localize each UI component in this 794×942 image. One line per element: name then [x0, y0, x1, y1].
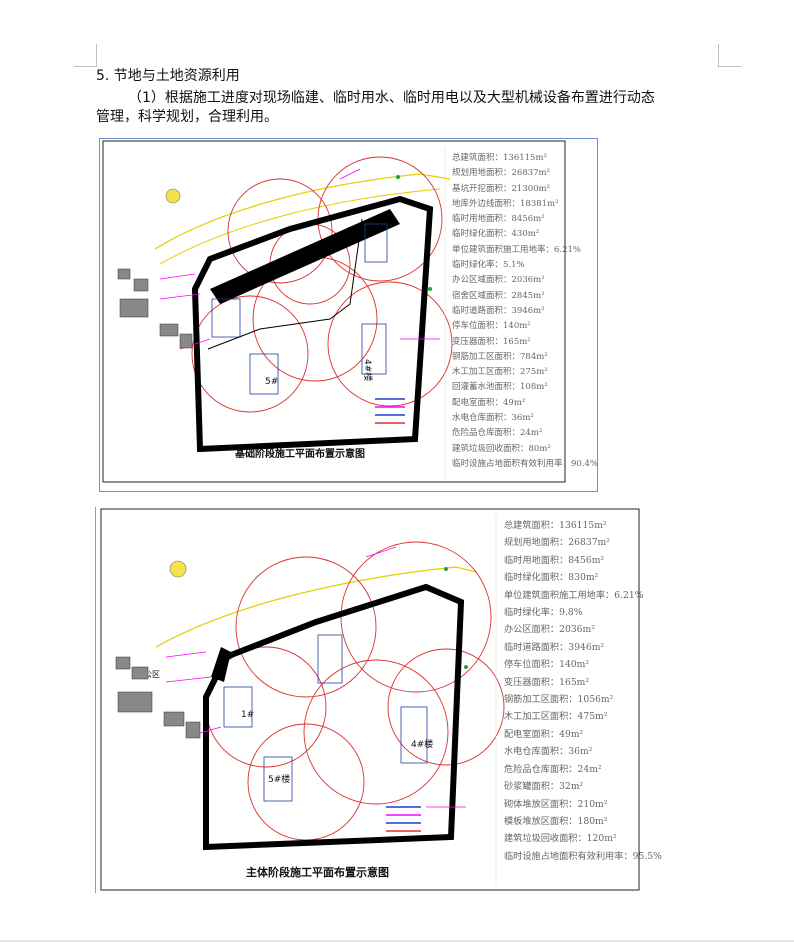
stat-item: 单位建筑面积施工用地率：6.21% [504, 589, 644, 601]
stat-item: 临时设施占地面积有效利用率：95.5% [504, 850, 662, 862]
section-heading: 5. 节地与土地资源利用 [96, 68, 240, 84]
main-structure-stage-site-plan-figure[interactable]: 1# 5#楼 4#楼 办公区 [95, 507, 662, 893]
stat-item: 危险品仓库面积：24m² [452, 428, 543, 439]
paragraph-line-1: （1）根据施工进度对现场临建、临时用水、临时用电以及大型机械设备布置进行动态 [128, 90, 655, 106]
stat-item: 办公区面积：2036m² [504, 624, 595, 636]
stat-item: 危险品仓库面积：24m² [504, 763, 602, 775]
foundation-stage-site-plan-figure[interactable]: 5# 4#楼 [99, 138, 598, 492]
stat-item: 单位建筑面积施工用地率：6.21% [452, 244, 582, 255]
building-label-1: 1# [241, 710, 254, 720]
page-bottom-edge [0, 940, 794, 942]
stat-item: 临时绿化面积：430m² [452, 229, 540, 240]
stat-item: 办公区域面积：2036m² [452, 275, 545, 286]
stat-item: 总建筑面积：136115m² [452, 153, 547, 163]
stat-item: 规划用地面积：26837m² [452, 168, 551, 179]
site-plan-drawing: 5# 4#楼 [102, 140, 566, 483]
stat-item: 规划用地面积：26837m² [504, 537, 610, 549]
building-label-5: 5# [265, 377, 278, 387]
crop-mark-top-right [718, 44, 741, 67]
stat-item: 基坑开挖面积：21300m² [452, 183, 551, 194]
paragraph-line-2: 管理，科学规划，合理利用。 [96, 109, 278, 125]
stat-item: 水电仓库面积：36m² [452, 413, 534, 424]
stat-item: 建筑垃圾回收面积：120m² [504, 833, 617, 845]
stat-item: 变压器面积：165m² [452, 336, 531, 347]
crop-mark-top-left [74, 44, 97, 67]
stat-item: 总建筑面积：136115m² [504, 520, 607, 531]
stat-item: 地库外边线面积：18381m² [452, 198, 559, 209]
stat-item: 临时绿化面积：830m² [504, 572, 599, 584]
stat-item: 停车位面积：140m² [452, 321, 531, 332]
stat-item: 水电仓库面积：36m² [504, 746, 593, 758]
stat-item: 建筑垃圾回收面积：80m² [452, 443, 551, 454]
building-label-4: 4#楼 [362, 359, 374, 381]
stat-item: 变压器面积：165m² [504, 676, 590, 688]
site-plan-drawing: 1# 5#楼 4#楼 办公区 [100, 508, 640, 891]
stat-item: 木工加工区面积：475m² [504, 711, 608, 723]
stat-item: 砌体堆放区面积：210m² [504, 798, 608, 810]
stat-item: 临时道路面积：3946m² [452, 305, 545, 316]
stat-item: 临时设施占地面积有效利用率：90.4% [452, 458, 599, 469]
stat-item: 临时道路面积：3946m² [504, 641, 605, 653]
stat-item: 模板堆放区面积：180m² [504, 815, 608, 827]
building-label-4: 4#楼 [411, 738, 433, 750]
foundation-stage-stats-list: 总建筑面积：136115m² 规划用地面积：26837m² 基坑开挖面积：213… [452, 151, 598, 472]
figure-caption: 基础阶段施工平面布置示意图 [235, 449, 365, 460]
stat-item: 临时用地面积：8456m² [504, 554, 605, 566]
stat-item: 临时绿化率：9.8% [504, 607, 583, 619]
stat-item: 回灌蓄水池面积：108m² [452, 382, 548, 393]
stat-item: 临时用地面积：8456m² [452, 214, 545, 225]
stat-item: 砂浆罐面积：32m² [504, 781, 584, 793]
stat-item: 钢筋加工区面积：1056m² [504, 694, 614, 706]
stat-item: 停车位面积：140m² [504, 659, 590, 671]
main-stage-stats-list: 总建筑面积：136115m² 规划用地面积：26837m² 临时用地面积：845… [504, 517, 662, 865]
building-label-5: 5#楼 [268, 773, 290, 785]
stat-item: 宿舍区域面积：2845m² [452, 290, 545, 301]
stat-item: 临时绿化率：5.1% [452, 260, 525, 271]
stat-item: 配电室面积：49m² [504, 728, 584, 740]
stat-item: 钢筋加工区面积：784m² [452, 351, 548, 362]
figure-caption: 主体阶段施工平面布置示意图 [246, 866, 389, 879]
stat-item: 配电室面积：49m² [452, 397, 526, 408]
stat-item: 木工加工区面积：275m² [452, 367, 548, 378]
